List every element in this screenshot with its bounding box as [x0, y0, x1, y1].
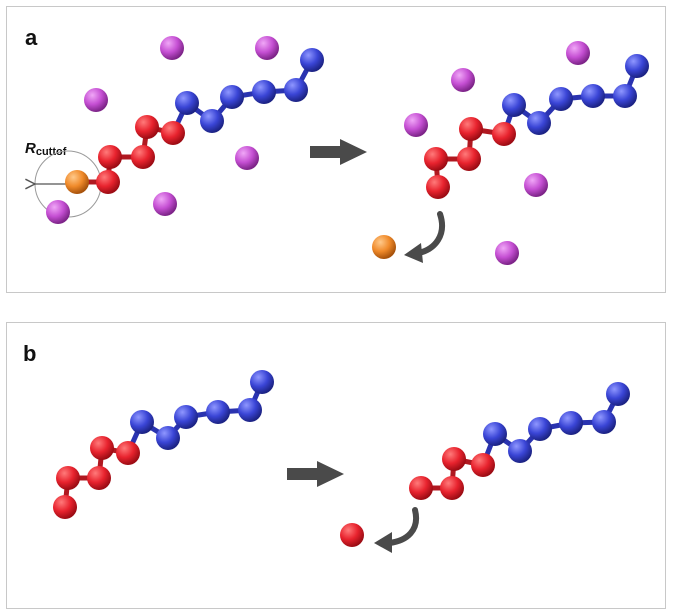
red-bead — [96, 170, 120, 194]
chain-a-left-red-bonds — [74, 124, 176, 185]
magenta-particles-right — [404, 41, 590, 265]
blue-bead — [502, 93, 526, 117]
chain-a-right-blue-beads — [502, 54, 649, 135]
red-bead — [459, 117, 483, 141]
red-bead — [457, 147, 481, 171]
magenta-particle — [235, 146, 259, 170]
red-bead — [161, 121, 185, 145]
red-bead — [409, 476, 433, 500]
chain-b-left-red-beads — [53, 436, 140, 519]
magenta-particle — [160, 36, 184, 60]
blue-bead — [250, 370, 274, 394]
chain-a-right-red-beads — [424, 117, 516, 199]
magenta-particle — [451, 68, 475, 92]
panel-b: b — [6, 322, 666, 609]
chain-a-left-blue-beads — [175, 48, 324, 133]
red-bead — [492, 122, 516, 146]
blue-bead — [220, 85, 244, 109]
blue-bead — [130, 410, 154, 434]
magenta-particles-left — [46, 36, 279, 224]
magenta-particle — [566, 41, 590, 65]
blue-bead — [174, 405, 198, 429]
panel-b-label: b — [23, 341, 37, 366]
magenta-particle — [153, 192, 177, 216]
cutoff-radius-symbol: R — [25, 140, 36, 157]
red-bead — [90, 436, 114, 460]
chain-b-right-red-beads — [409, 447, 495, 500]
cutoff-radius-label: Rcuttof — [25, 140, 66, 158]
blue-bead — [238, 398, 262, 422]
blue-bead — [625, 54, 649, 78]
magenta-particle — [495, 241, 519, 265]
red-bead-detached — [340, 523, 364, 547]
magenta-particle — [404, 113, 428, 137]
red-bead — [135, 115, 159, 139]
red-bead — [442, 447, 466, 471]
curved-arrow-icon — [404, 211, 445, 263]
right-arrow-icon — [310, 139, 367, 165]
magenta-particle — [46, 200, 70, 224]
blue-bead — [592, 410, 616, 434]
red-bead — [98, 145, 122, 169]
panel-a: a Rcuttof — [6, 6, 666, 293]
blue-bead — [549, 87, 573, 111]
red-bead — [426, 175, 450, 199]
blue-bead — [200, 109, 224, 133]
red-bead — [440, 476, 464, 500]
blue-bead — [175, 91, 199, 115]
red-bead — [131, 145, 155, 169]
blue-bead — [559, 411, 583, 435]
magenta-particle — [255, 36, 279, 60]
chain-a-left-red-beads — [96, 115, 185, 194]
chain-b-right-blue-beads — [483, 382, 630, 463]
orange-bead — [65, 170, 89, 194]
blue-bead — [508, 439, 532, 463]
blue-bead — [284, 78, 308, 102]
red-bead — [56, 466, 80, 490]
panel-a-label: a — [25, 25, 38, 50]
blue-bead — [483, 422, 507, 446]
magenta-particle — [84, 88, 108, 112]
blue-bead — [581, 84, 605, 108]
blue-bead — [300, 48, 324, 72]
blue-bead — [252, 80, 276, 104]
red-bead — [116, 441, 140, 465]
blue-bead — [606, 382, 630, 406]
red-bead — [471, 453, 495, 477]
red-bead — [424, 147, 448, 171]
orange-bead-detached — [372, 235, 396, 259]
magenta-particle — [524, 173, 548, 197]
right-arrow-icon — [287, 461, 344, 487]
blue-bead — [528, 417, 552, 441]
cutoff-radius-subscript: cuttof — [35, 146, 67, 158]
blue-bead — [206, 400, 230, 424]
red-bead — [87, 466, 111, 490]
blue-bead — [156, 426, 180, 450]
blue-bead — [527, 111, 551, 135]
curved-arrow-icon — [374, 507, 420, 553]
red-bead — [53, 495, 77, 519]
chain-b-left-blue-beads — [130, 370, 274, 450]
panel-b-scene — [53, 370, 630, 553]
panel-a-scene — [7, 36, 649, 265]
blue-bead — [613, 84, 637, 108]
